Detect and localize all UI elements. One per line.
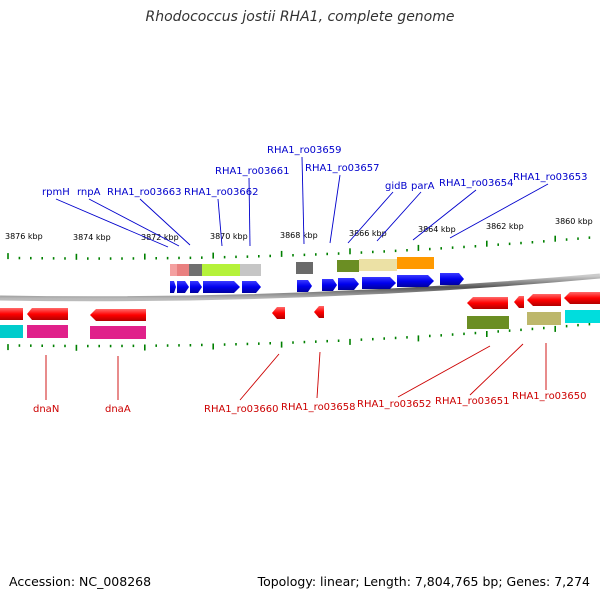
scale-label-3872: 3872 kbp: [141, 233, 179, 242]
gene-label-RHA1_ro03652: RHA1_ro03652: [357, 399, 432, 410]
gene-label-RHA1_ro03658: RHA1_ro03658: [281, 402, 356, 413]
gene-label-RHA1_ro03663: RHA1_ro03663: [107, 187, 182, 198]
forward-gene: [170, 281, 176, 293]
scale-label-3860: 3860 kbp: [555, 217, 593, 226]
bottom-gene-labels: dnaN dnaA RHA1_ro03660 RHA1_ro03658 RHA1…: [33, 391, 587, 415]
reverse-gene: [272, 307, 285, 319]
scale-label-3866: 3866 kbp: [349, 229, 387, 238]
gene-label-gidB: gidB: [385, 181, 407, 192]
gene-label-RHA1_ro03661: RHA1_ro03661: [215, 166, 290, 177]
feature-block-pink: [170, 264, 177, 276]
feature-block-olive: [467, 316, 509, 329]
feature-block-khaki: [359, 259, 397, 271]
reverse-gene: [90, 309, 146, 321]
gene-label-rnpA: rnpA: [77, 187, 101, 198]
reverse-gene: [467, 297, 508, 309]
feature-block-khaki: [527, 312, 561, 325]
gene-label-RHA1_ro03659: RHA1_ro03659: [267, 145, 342, 156]
bottom-leader-lines: [45, 343, 547, 401]
feature-block-gray: [189, 264, 202, 276]
gene-label-dnaN: dnaN: [33, 404, 59, 415]
reverse-gene: [27, 308, 68, 320]
top-tick-track: [7, 235, 591, 260]
feature-block-salmon: [177, 264, 189, 276]
gene-label-RHA1_ro03651: RHA1_ro03651: [435, 396, 510, 407]
forward-gene: [203, 281, 240, 293]
gene-label-RHA1_ro03654: RHA1_ro03654: [439, 178, 514, 189]
feature-block-olive: [337, 260, 359, 272]
lower-feature-blocks: [0, 310, 600, 339]
forward-gene: [440, 273, 464, 285]
forward-gene-track: [170, 273, 464, 293]
gene-label-RHA1_ro03653: RHA1_ro03653: [513, 172, 588, 183]
scale-label-3876: 3876 kbp: [5, 232, 43, 241]
scale-label-3862: 3862 kbp: [486, 222, 524, 231]
gene-label-dnaA: dnaA: [105, 404, 131, 415]
scale-label-3868: 3868 kbp: [280, 231, 318, 240]
forward-gene: [322, 279, 337, 291]
feature-block-darkgray: [296, 262, 313, 274]
feature-block-cyan: [0, 325, 23, 338]
genome-backbone: [0, 273, 600, 302]
gene-label-RHA1_ro03660: RHA1_ro03660: [204, 404, 279, 415]
feature-block-magenta: [90, 326, 146, 339]
forward-gene: [397, 275, 434, 287]
reverse-gene: [564, 292, 600, 304]
gene-label-RHA1_ro03662: RHA1_ro03662: [184, 187, 259, 198]
reverse-gene: [314, 306, 324, 318]
gene-label-RHA1_ro03650: RHA1_ro03650: [512, 391, 587, 402]
forward-gene: [190, 281, 202, 293]
map-title: Rhodococcus jostii RHA1, complete genome: [145, 9, 455, 25]
forward-gene: [297, 280, 312, 292]
gene-label-parA: parA: [411, 181, 435, 192]
gene-label-RHA1_ro03657: RHA1_ro03657: [305, 163, 380, 174]
reverse-gene: [527, 294, 561, 306]
reverse-gene: [514, 296, 524, 308]
upper-feature-blocks: [170, 257, 434, 276]
feature-block-magenta: [27, 325, 68, 338]
forward-gene: [177, 281, 189, 293]
forward-gene: [242, 281, 261, 293]
gene-label-rpmH: rpmH: [42, 187, 70, 198]
reverse-gene: [0, 308, 23, 320]
accession-text: Accession: NC_008268: [9, 574, 152, 589]
topology-text: Topology: linear; Length: 7,804,765 bp; …: [257, 574, 590, 589]
scale-label-3874: 3874 kbp: [73, 233, 111, 242]
feature-block-orange: [397, 257, 434, 269]
feature-block-silver: [240, 264, 261, 276]
forward-gene: [362, 277, 396, 289]
scale-label-3864: 3864 kbp: [418, 225, 456, 234]
top-gene-labels: rpmH rnpA RHA1_ro03663 RHA1_ro03662 RHA1…: [42, 145, 588, 198]
scale-label-3870: 3870 kbp: [210, 232, 248, 241]
forward-gene: [338, 278, 359, 290]
reverse-gene-track: [0, 292, 600, 321]
top-leader-lines: [55, 156, 549, 248]
bottom-tick-track: [7, 322, 591, 351]
feature-block-cyan: [565, 310, 600, 323]
scale-labels: 3876 kbp 3874 kbp 3872 kbp 3870 kbp 3868…: [5, 217, 593, 242]
feature-block-lime: [202, 264, 240, 276]
